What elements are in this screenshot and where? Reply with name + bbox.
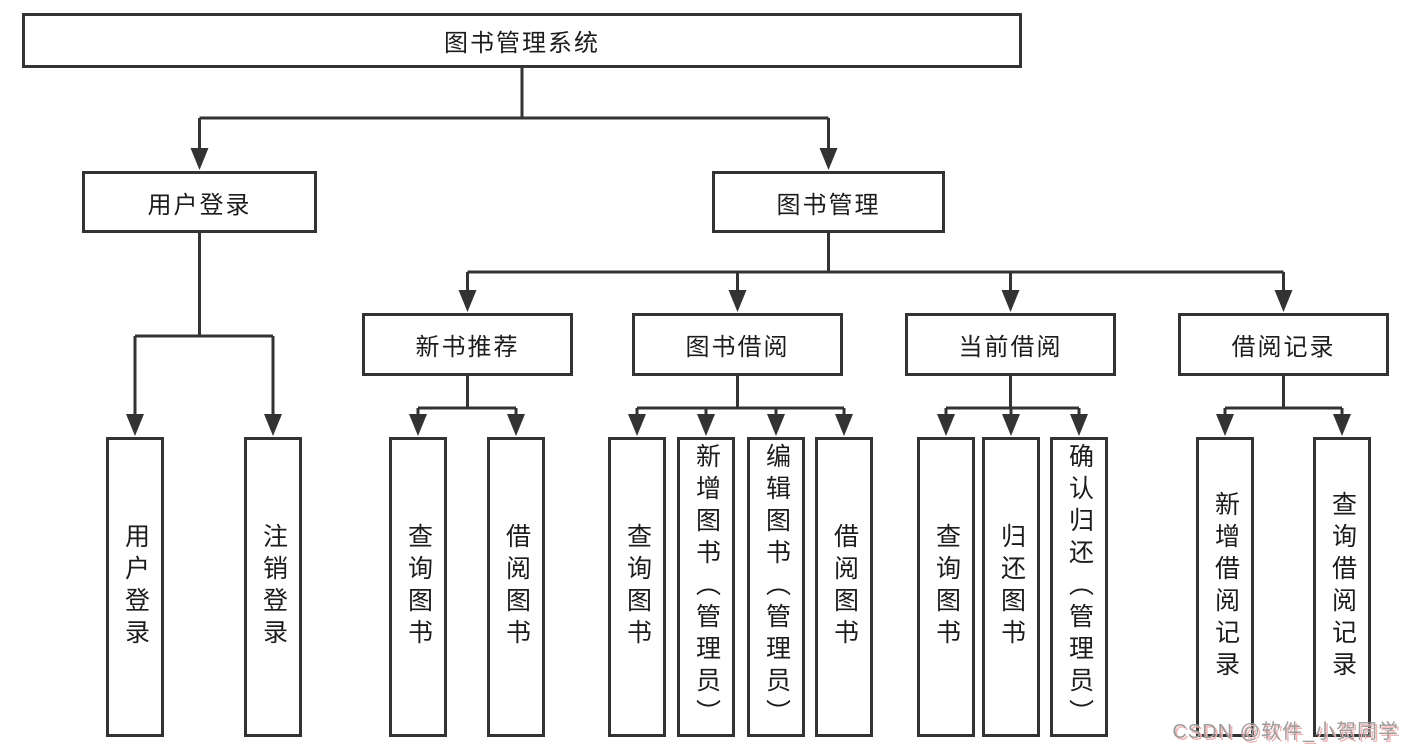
leaf-query-books-borrowing-label: 查询图书 (623, 523, 652, 651)
leaf-confirm-return-admin-label: 确认归还（管理员） (1065, 443, 1094, 731)
leaf-add-book-admin: 新增图书（管理员） (677, 437, 735, 737)
node-book-management: 图书管理 (712, 171, 945, 233)
leaf-query-books-current-label: 查询图书 (932, 523, 961, 651)
leaf-user-login: 用户登录 (106, 437, 164, 737)
node-book-borrowing: 图书借阅 (632, 313, 843, 376)
leaf-query-borrow-record-label: 查询借阅记录 (1328, 491, 1357, 683)
leaf-logout-label: 注销登录 (259, 523, 288, 651)
node-borrowing-records: 借阅记录 (1178, 313, 1389, 376)
leaf-user-login-label: 用户登录 (121, 523, 150, 651)
leaf-return-book-label: 归还图书 (997, 523, 1026, 651)
node-user-login: 用户登录 (82, 171, 317, 233)
node-current-borrowing: 当前借阅 (905, 313, 1116, 376)
leaf-borrow-books-borrowing-label: 借阅图书 (830, 523, 859, 651)
leaf-query-books-recommend-label: 查询图书 (404, 523, 433, 651)
leaf-query-borrow-record: 查询借阅记录 (1313, 437, 1371, 737)
leaf-logout: 注销登录 (244, 437, 302, 737)
leaf-query-books-recommend: 查询图书 (389, 437, 447, 737)
leaf-borrow-books-recommend: 借阅图书 (487, 437, 545, 737)
leaf-add-borrow-record: 新增借阅记录 (1196, 437, 1254, 737)
leaf-borrow-books-recommend-label: 借阅图书 (502, 523, 531, 651)
leaf-query-books-current: 查询图书 (917, 437, 975, 737)
leaf-borrow-books-borrowing: 借阅图书 (815, 437, 873, 737)
node-new-book-recommend: 新书推荐 (362, 313, 573, 376)
leaf-query-books-borrowing: 查询图书 (608, 437, 666, 737)
leaf-add-borrow-record-label: 新增借阅记录 (1211, 491, 1240, 683)
leaf-confirm-return-admin: 确认归还（管理员） (1050, 437, 1108, 737)
leaf-return-book: 归还图书 (982, 437, 1040, 737)
watermark: CSDN @软件_小贺同学 (1172, 721, 1399, 743)
leaf-add-book-admin-label: 新增图书（管理员） (692, 443, 721, 731)
leaf-edit-book-admin-label: 编辑图书（管理员） (762, 443, 791, 731)
node-root: 图书管理系统 (22, 13, 1022, 68)
leaf-edit-book-admin: 编辑图书（管理员） (747, 437, 805, 737)
